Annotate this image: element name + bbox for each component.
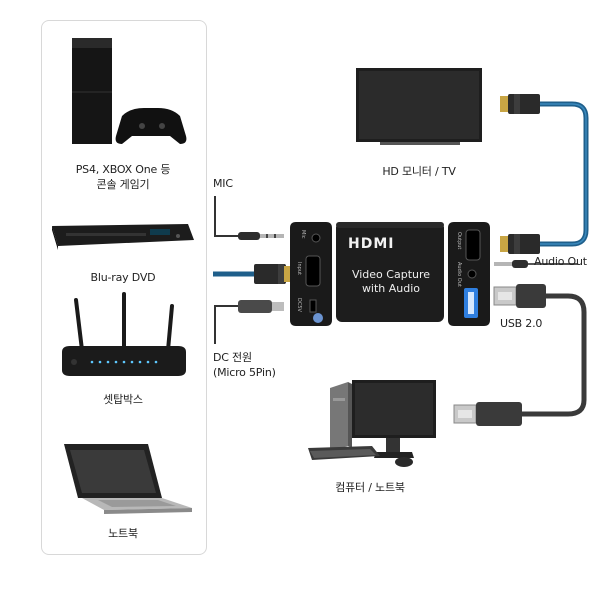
- monitor-tv-icon: [356, 68, 482, 145]
- game-console-icon: [72, 38, 187, 144]
- device-title-line2: with Audio: [361, 282, 421, 295]
- set-top-box-icon: [62, 292, 186, 376]
- source-label-console-line1: PS4, XBOX One 등: [75, 163, 171, 176]
- computer-icon: [308, 380, 436, 467]
- hdmi-logo: HDMI: [348, 236, 395, 252]
- device-title-line1: Video Capture: [351, 268, 431, 281]
- dc-power-label: DC 전원 (Micro 5Pin): [213, 350, 276, 380]
- mic-cable: [214, 196, 238, 237]
- port-label-mic: Mic: [300, 230, 306, 239]
- audio-out-label: Audio Out: [534, 255, 587, 268]
- bluray-player-icon: [52, 224, 194, 250]
- usb-cable: [520, 293, 587, 417]
- device-title: Video Capture with Audio: [342, 268, 440, 296]
- mic-label: MIC: [213, 177, 233, 190]
- usb-plug-computer: [453, 402, 522, 426]
- mic-plug: [238, 232, 284, 240]
- source-label-console: PS4, XBOX One 등 콘솔 게임기: [44, 162, 202, 192]
- hdmi-plug-output: [500, 234, 540, 254]
- port-label-audio-out: Audio Out: [456, 262, 462, 287]
- audio-out-plug: [494, 260, 528, 268]
- capture-device: [290, 222, 490, 326]
- source-label-laptop: 노트북: [108, 527, 138, 540]
- usb-label: USB 2.0: [500, 317, 543, 330]
- port-label-input: Input: [296, 262, 302, 275]
- port-label-output: Output: [456, 232, 462, 250]
- laptop-icon: [64, 444, 192, 514]
- dc-power-cable: [214, 305, 238, 344]
- dc-power-label-line1: DC 전원: [213, 351, 252, 364]
- monitor-label: HD 모니터 / TV: [382, 165, 456, 178]
- dc-power-label-line2: (Micro 5Pin): [213, 366, 276, 379]
- usb-plug-device: [493, 284, 546, 308]
- hdmi-plug-monitor: [500, 94, 540, 114]
- source-label-settop: 셋탑박스: [103, 393, 143, 406]
- source-label-bluray: Blu-ray DVD: [90, 271, 156, 284]
- micro-usb-plug: [238, 300, 284, 313]
- computer-label: 컴퓨터 / 노트북: [335, 481, 405, 494]
- port-label-dc5v: DC5V: [296, 298, 302, 312]
- source-label-console-line2: 콘솔 게임기: [96, 178, 150, 191]
- hdmi-output-cable: [540, 101, 589, 247]
- hdmi-plug-input: [254, 264, 294, 284]
